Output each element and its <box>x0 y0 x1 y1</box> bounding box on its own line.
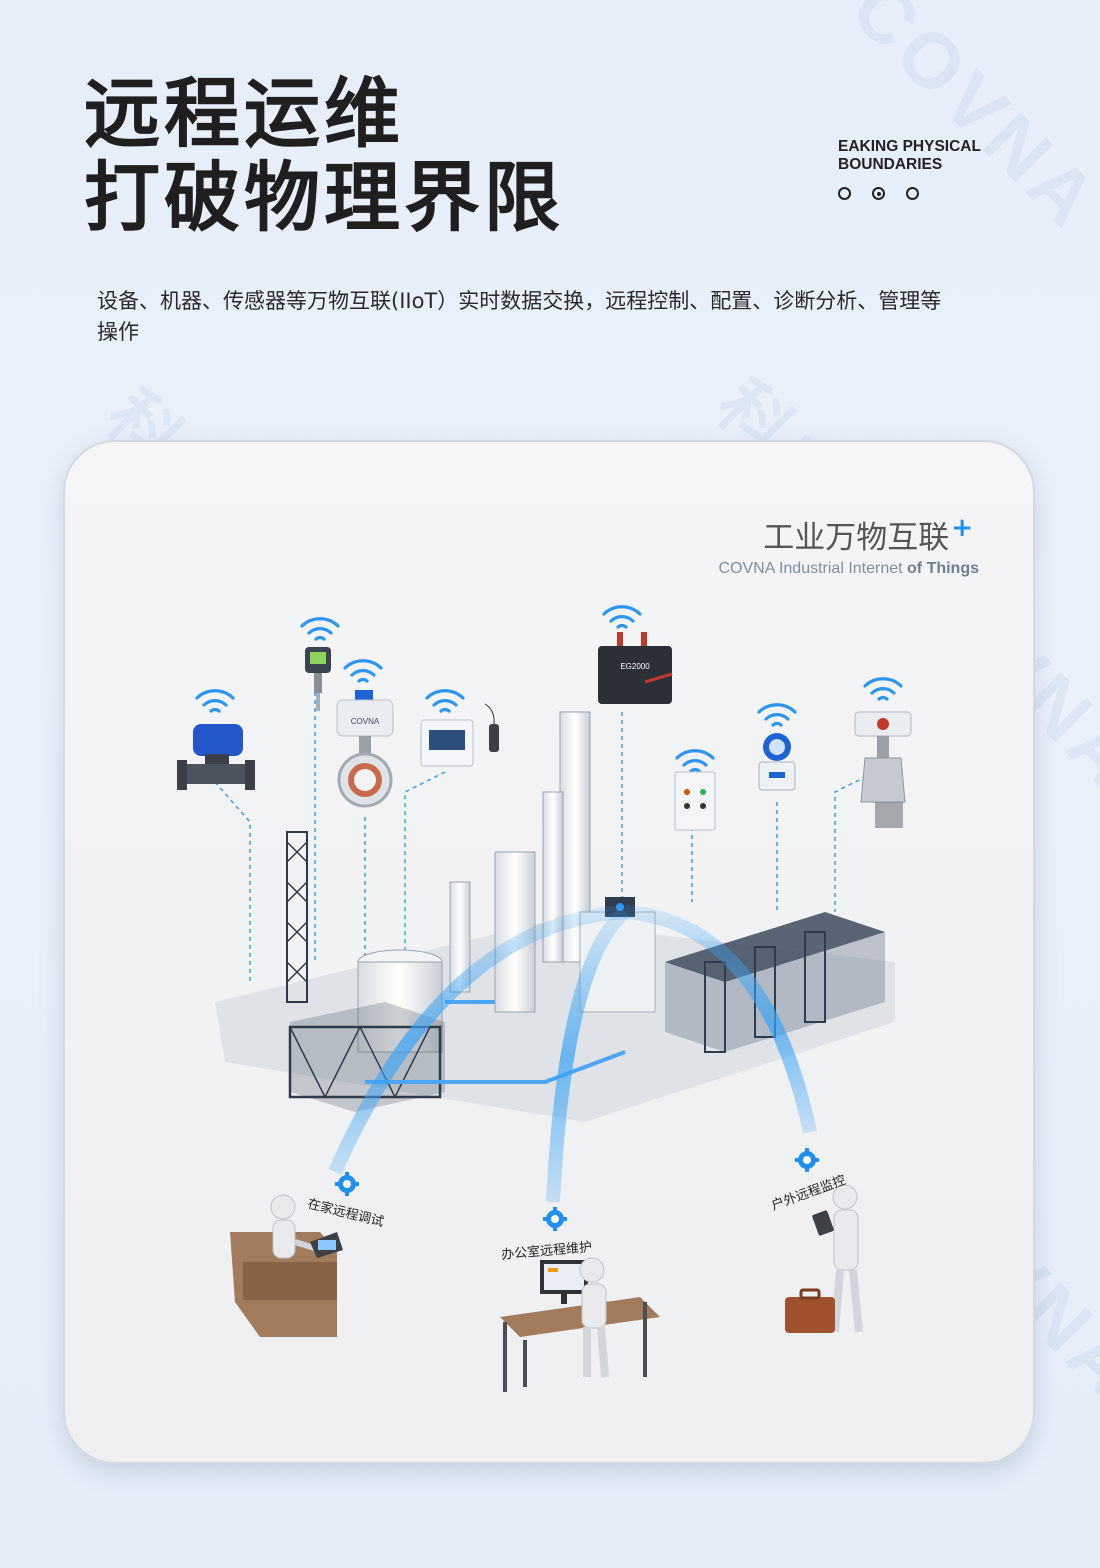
gear-icon <box>335 1172 359 1196</box>
outdoor-remote-scene <box>785 1184 863 1333</box>
valve-brand-label: COVNA <box>351 717 380 726</box>
plus-icon: + <box>951 513 973 543</box>
english-caption-line2: BOUNDARIES <box>838 156 943 173</box>
iiot-subtitle-bold: of Things <box>907 560 979 577</box>
english-caption-line1: EAKING PHYSICAL <box>838 138 981 155</box>
wifi-icon <box>863 677 903 701</box>
iiot-illustration-card: 工业万物互联+ COVNA Industrial Internet of Thi… <box>63 440 1035 1464</box>
connector-lines <box>214 692 896 982</box>
control-box-icon <box>674 771 716 831</box>
gate-valve-icon <box>854 711 912 828</box>
wifi-icon <box>300 617 340 641</box>
pager-dot-2[interactable] <box>872 187 885 200</box>
description-text: 设备、机器、传感器等万物互联(IIoT）实时数据交换，远程控制、配置、诊断分析、… <box>97 289 942 344</box>
iiot-title: 工业万物互联+ <box>763 512 973 557</box>
butterfly-valve-icon: COVNA <box>336 690 394 808</box>
english-caption: EAKING PHYSICAL BOUNDARIES <box>838 138 981 174</box>
signal-beam <box>546 906 630 1203</box>
page-title: 远程运维 <box>84 69 404 158</box>
wifi-icon <box>195 689 235 713</box>
wifi-icon <box>757 703 797 727</box>
pager-dot-1[interactable] <box>838 187 851 200</box>
iiot-subtitle: COVNA Industrial Internet of Things <box>718 560 979 578</box>
signal-beam <box>328 905 626 1175</box>
gear-icon <box>543 1207 567 1231</box>
wifi-icon <box>343 659 383 683</box>
pressure-transmitter-icon <box>305 647 331 711</box>
watermark-brand: COVNA <box>834 0 1100 247</box>
gateway-router-icon: EG2000 <box>598 632 673 704</box>
gear-icon <box>795 1148 819 1172</box>
wifi-icon <box>425 689 465 713</box>
gateway-label: EG2000 <box>620 662 650 671</box>
iiot-scene: COVNA EG2000 <box>177 605 912 1392</box>
page-subtitle: 打破物理界限 <box>84 153 564 242</box>
wifi-icon <box>602 605 642 629</box>
signal-beam <box>624 905 817 1134</box>
home-remote-scene <box>230 1194 343 1337</box>
electric-valve-icon <box>177 724 255 790</box>
analyzer-controller-icon <box>420 703 499 767</box>
iiot-title-text: 工业万物互联 <box>763 520 950 556</box>
iiot-subtitle-prefix: COVNA Industrial Internet <box>718 560 908 577</box>
pager-dots <box>838 187 919 200</box>
pager-dot-3[interactable] <box>906 187 919 200</box>
flow-meter-icon <box>758 733 796 791</box>
wifi-icon <box>675 749 715 773</box>
office-remote-scene <box>500 1257 660 1392</box>
